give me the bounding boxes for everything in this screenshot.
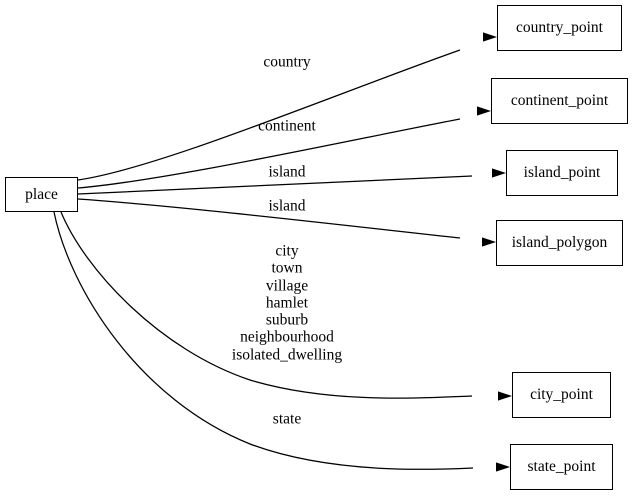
edge-line [77, 49, 461, 181]
node-label: island_point [523, 164, 601, 182]
edge-line [60, 211, 473, 399]
node-country_point[interactable]: country_point [497, 5, 622, 51]
edge-line [77, 118, 461, 189]
node-label: city_point [530, 386, 593, 404]
node-label: country_point [516, 19, 603, 37]
edge-arrowhead [496, 462, 510, 472]
node-place[interactable]: place [5, 177, 78, 212]
edge-line [77, 175, 473, 195]
node-label: state_point [527, 458, 596, 476]
edge-arrowhead [482, 237, 496, 247]
edge-line [53, 211, 474, 470]
edge-line [77, 198, 461, 239]
edge-arrowhead [483, 32, 497, 42]
node-island_polygon[interactable]: island_polygon [496, 220, 623, 266]
node-continent_point[interactable]: continent_point [491, 78, 628, 124]
node-city_point[interactable]: city_point [512, 372, 611, 418]
edge-arrowhead [492, 168, 506, 178]
node-island_point[interactable]: island_point [506, 150, 618, 196]
edge-arrowhead [498, 391, 512, 401]
node-label: continent_point [510, 92, 609, 110]
node-label: island_polygon [511, 234, 608, 252]
node-state_point[interactable]: state_point [510, 444, 613, 490]
node-label: place [25, 185, 58, 203]
edge-arrowhead [477, 106, 491, 116]
